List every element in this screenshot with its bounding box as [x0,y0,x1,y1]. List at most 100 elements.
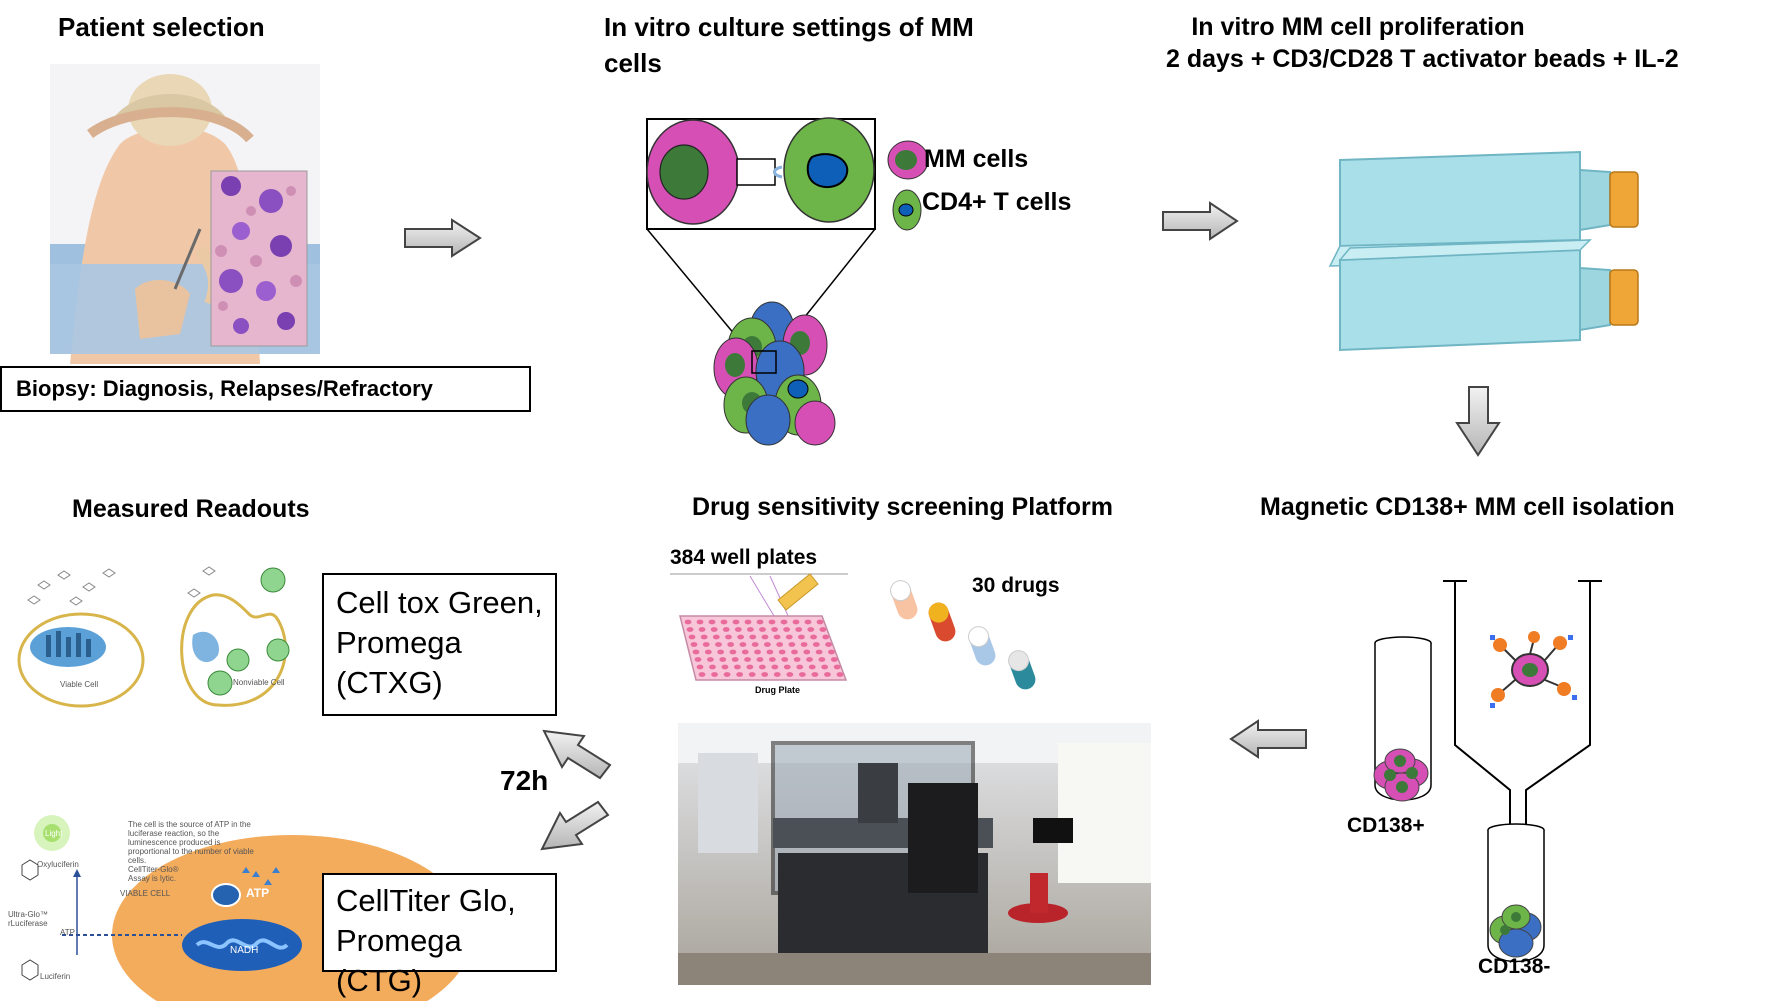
plate-well [773,634,781,640]
light-label: Light [45,829,63,838]
plate-well [694,657,702,662]
plate-well [795,627,803,632]
plate-well [690,642,698,647]
plate-well [804,619,812,625]
incubation-time-label: 72h [500,765,549,796]
plate-well [808,664,816,670]
oxyluciferin-label: Oxyluciferin [37,860,79,869]
plate-well [788,642,796,647]
plate-well [710,627,718,632]
smear-cell [233,318,249,334]
culture-settings-title-line2: cells [604,48,662,78]
plate-caption: Drug Plate [755,685,801,695]
readouts-title: Measured Readouts [72,495,310,523]
plate-well [732,619,740,625]
plate-well [778,649,786,655]
culture-flasks [1328,150,1639,352]
plate-well [741,649,749,655]
plate-well [776,642,784,647]
ctxg-label: Cell tox Green, Promega (CTXG) [336,585,543,700]
plate-well [688,634,696,640]
plate-well [833,664,841,670]
plate-well [836,672,844,677]
plate-well [712,634,720,640]
magnetic-isolation-diagram [1373,580,1602,963]
zoom-mm-nucleus [659,144,709,200]
cd138-positive-label: CD138+ [1347,814,1425,837]
plate-well [810,634,817,640]
plate-well [708,619,716,625]
magnetic-bead-complex [1490,631,1577,708]
plate-well [796,664,804,670]
cd138-negative-label: CD138- [1478,955,1551,978]
plate-well [771,664,779,670]
plate-well [692,649,700,655]
legend-t-label: CD4+ T cells [922,188,1072,216]
tube-cd138-positive [1373,636,1432,802]
plate-well [792,619,800,625]
plate-well [702,642,710,647]
tube-cd138-negative [1487,823,1545,963]
plate-well [698,627,706,632]
patient-selection-title: Patient selection [58,12,265,42]
plate-well [773,672,781,677]
plate-well [711,672,718,677]
plate-well [748,672,756,677]
plate-well [821,664,829,670]
plate-well [698,672,706,677]
svg-text:Nonviable Cell: Nonviable Cell [233,678,285,687]
plate-well [751,642,759,647]
plate-well [811,672,819,677]
plate-well [818,657,826,662]
plate-well [824,672,831,677]
plate-well [725,634,732,640]
plate-well [696,619,704,625]
drug-plate-and-pills [670,573,1036,690]
plate-well [761,634,769,640]
plate-well [771,627,778,632]
atp-bubble [211,883,241,907]
plate-well [734,627,742,632]
bone-marrow-smear-image [210,170,308,347]
plate-well [734,664,741,670]
plate-well [700,634,708,640]
plate-well [754,649,761,655]
plate-well [684,619,692,625]
viable-cell-caps: VIABLE CELL [120,889,171,898]
plates-label: 384 well plates [670,546,818,569]
plate-well [729,649,737,655]
plate-well [746,627,754,632]
plate-well [736,672,744,677]
plate-well [768,657,776,662]
smear-cell [219,269,243,293]
svg-text:Viable Cell: Viable Cell [60,680,98,689]
plate-well [727,642,735,647]
viable-cell: Viable Cell [17,612,145,708]
arrow-upleft-readout [542,729,612,780]
arrow-downleft-readout [540,800,610,851]
nadh-label: NADH [230,945,259,956]
plate-well [737,634,745,640]
atp-label: ATP [246,886,270,900]
plate-well [706,657,714,662]
drugs-label: 30 drugs [972,574,1060,597]
plate-well [761,672,769,677]
ctg-box: CellTiter Glo, Promega (CTG) [322,873,557,998]
plate-well [696,664,704,670]
culture-settings-title-line1: In vitro culture settings of MM [604,12,974,42]
ultra-glo-label: Ultra-Glo™ rLuciferase [8,910,49,928]
plate-well [768,619,776,625]
plate-well [731,657,739,662]
plate-well [798,672,806,677]
biopsy-label: Biopsy: Diagnosis, Relapses/Refractory [16,376,433,401]
plate-well [791,649,798,655]
arrow-down-1 [1455,386,1501,457]
smear-cell [218,301,228,311]
screening-robot-photo [678,723,1151,985]
ctg-label: CellTiter Glo, Promega (CTG) [336,883,516,998]
plate-well [819,627,827,632]
smear-cell [277,312,295,330]
plate-well [780,619,788,625]
plate-well [783,664,791,670]
